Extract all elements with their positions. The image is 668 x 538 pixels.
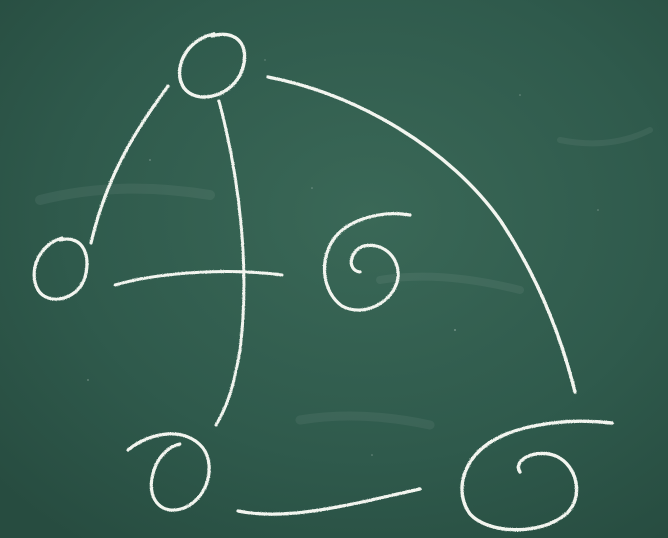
edge-bottom-to-bottom-right [236, 487, 422, 516]
vertex-bottom-right [460, 419, 614, 532]
vertex-middle [322, 212, 412, 312]
vertex-bottom [126, 432, 211, 512]
vertex-left [32, 236, 89, 301]
eraser-smudges [35, 127, 653, 430]
edge-left-to-middle-cross [113, 270, 284, 287]
vertex-top [178, 32, 247, 99]
edge-top-to-bottom-right-arc [266, 75, 577, 394]
edge-top-to-bottom [214, 99, 246, 427]
edge-top-to-left [89, 84, 170, 245]
chalk-dust [87, 59, 599, 456]
